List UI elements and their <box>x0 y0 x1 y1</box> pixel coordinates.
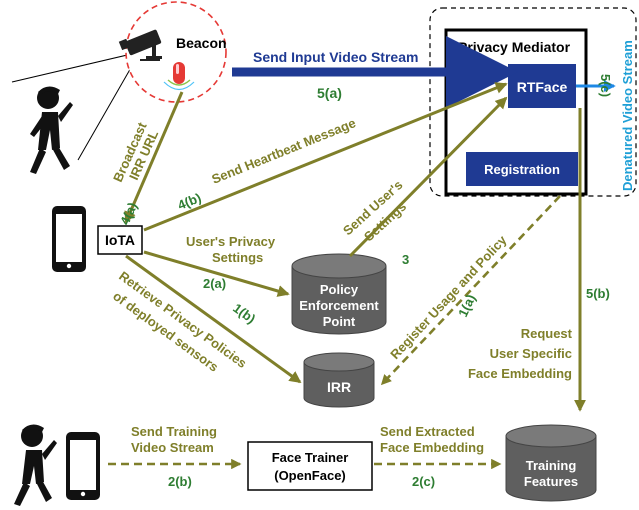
edge-request-embedding-label-line1: Request <box>521 326 573 341</box>
irr-node[interactable]: IRR <box>303 352 375 408</box>
face-trainer-node[interactable]: Face Trainer (OpenFace) <box>247 441 373 491</box>
edge-denatured-video-label: Denatured Video Stream <box>620 40 635 191</box>
edge-send-input-video: Send Input Video Stream 5(a) <box>232 36 518 108</box>
face-trainer-label-line1: Face Trainer <box>272 450 349 465</box>
edge-request-embedding-label-line3: Face Embedding <box>468 366 572 381</box>
pep-node[interactable]: Policy Enforcement Point <box>291 253 387 335</box>
face-trainer-label-line2: (OpenFace) <box>274 468 346 483</box>
pep-label-line2: Enforcement <box>299 298 379 313</box>
iota-label: IoTA <box>105 232 135 248</box>
edge-retrieve-policies-step: 1(b) <box>230 300 258 326</box>
edge-send-training-label-line2: Video Stream <box>131 440 214 455</box>
edge-send-training-label-line1: Send Training <box>131 424 217 439</box>
edge-request-embedding-label-line2: User Specific <box>490 346 572 361</box>
edge-send-extracted-label-line2: Face Embedding <box>380 440 484 455</box>
beacon-node[interactable]: Beacon <box>118 1 227 103</box>
smartphone-icon <box>66 432 100 500</box>
edge-send-input-video-step: 5(a) <box>317 85 342 101</box>
camera-icon <box>118 29 162 61</box>
edge-retrieve-policies: Retrieve Privacy Policies of deployed se… <box>110 254 302 384</box>
edge-heartbeat-label: Send Heartbeat Message <box>210 115 358 187</box>
walking-person-icon <box>14 424 57 506</box>
edge-send-training: Send Training Video Stream 2(b) <box>108 424 242 489</box>
edge-send-extracted: Send Extracted Face Embedding 2(c) <box>374 424 502 489</box>
camera-view-lines <box>11 51 141 161</box>
privacy-mediator-title: Privacy Mediator <box>458 39 571 55</box>
training-features-label-line2: Features <box>524 474 578 489</box>
pep-label-line1: Policy <box>320 282 359 297</box>
beacon-led-icon <box>163 62 195 91</box>
edge-send-training-step: 2(b) <box>168 474 192 489</box>
training-features-label-line1: Training <box>526 458 577 473</box>
edge-retrieve-policies-label-line1: Retrieve Privacy Policies <box>116 268 249 371</box>
edge-users-privacy-label-line1: User's Privacy <box>186 234 276 249</box>
edge-request-embedding-step: 5(b) <box>586 286 610 301</box>
edge-users-privacy: User's Privacy Settings 2(a) <box>143 234 290 297</box>
edge-send-extracted-step: 2(c) <box>412 474 435 489</box>
pep-label-line3: Point <box>323 314 356 329</box>
edge-send-users-settings-step: 3 <box>402 252 409 267</box>
edge-send-extracted-label-line1: Send Extracted <box>380 424 475 439</box>
edge-request-embedding: Request User Specific Face Embedding 5(b… <box>468 108 610 412</box>
edge-denatured-video-step: 5(c) <box>598 74 613 97</box>
irr-label: IRR <box>327 379 351 395</box>
edge-send-input-video-label: Send Input Video Stream <box>253 49 418 65</box>
edge-users-privacy-step: 2(a) <box>203 276 226 291</box>
registration-label: Registration <box>484 162 560 177</box>
smartphone-icon <box>52 206 86 272</box>
edge-broadcast-irr: Broadcast IRR URL 4(a) <box>110 91 184 227</box>
training-features-node[interactable]: Training Features <box>505 424 597 502</box>
edge-broadcast-irr-step: 4(a) <box>117 200 140 227</box>
registration-node[interactable]: Registration <box>466 152 578 186</box>
rtface-node[interactable]: RTFace <box>508 64 576 108</box>
edge-users-privacy-label-line2: Settings <box>212 250 263 265</box>
rtface-label: RTFace <box>517 79 568 95</box>
beacon-label: Beacon <box>176 35 227 51</box>
edge-denatured-video: Denatured Video Stream 5(c) <box>576 40 635 191</box>
walking-person-icon <box>30 86 73 174</box>
iota-node[interactable]: IoTA <box>97 225 143 255</box>
